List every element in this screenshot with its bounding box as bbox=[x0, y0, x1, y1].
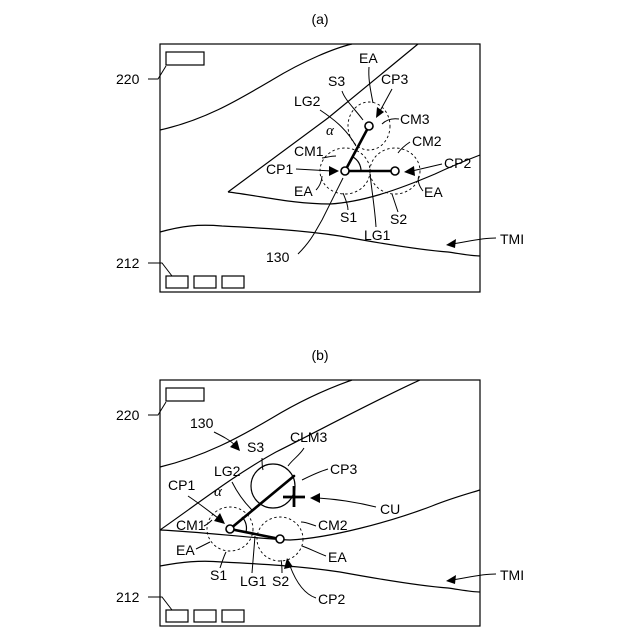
label-cm1-b: CM1 bbox=[176, 517, 206, 533]
control-point-cp1-a bbox=[341, 167, 349, 175]
arrowhead-cp1-a bbox=[329, 166, 339, 176]
leader-lg2-b bbox=[232, 482, 252, 510]
control-point-cp1-b bbox=[226, 525, 234, 533]
label-cp2-a: CP2 bbox=[444, 155, 471, 171]
tool-button-2-b bbox=[194, 610, 216, 622]
label-s3-a: S3 bbox=[328, 73, 345, 89]
arrowhead-tmi-a bbox=[446, 239, 456, 248]
label-lg2-a: LG2 bbox=[294, 93, 321, 109]
tool-button-3-a bbox=[222, 276, 244, 288]
leader-ea-right-b bbox=[302, 546, 326, 556]
label-clm3-b: CLM3 bbox=[290, 429, 328, 445]
caption-a: (a) bbox=[311, 11, 328, 27]
leader-s1-b bbox=[220, 552, 226, 568]
label-s3-b: S3 bbox=[247, 439, 264, 455]
label-cm3-a: CM3 bbox=[400, 111, 430, 127]
leader-ea-left-a bbox=[316, 176, 322, 190]
leader-cm2-b bbox=[301, 522, 316, 526]
label-lg2-b: LG2 bbox=[214, 463, 241, 479]
leader-tmi-b bbox=[452, 574, 496, 580]
label-220-b: 220 bbox=[116, 407, 140, 423]
label-lg1-a: LG1 bbox=[364, 227, 391, 243]
screen-frame-a bbox=[160, 44, 480, 292]
arrowhead-tmi-b bbox=[446, 575, 456, 584]
control-point-cp2-b bbox=[276, 535, 284, 543]
label-130-b: 130 bbox=[190, 415, 214, 431]
tissue-contour-lower-b bbox=[160, 561, 480, 592]
tool-button-1-a bbox=[166, 276, 188, 288]
label-cm2-a: CM2 bbox=[412, 133, 442, 149]
tool-button-3-b bbox=[222, 610, 244, 622]
leader-cu-b bbox=[318, 498, 376, 507]
leader-ea-top-a bbox=[369, 67, 373, 103]
label-130-a: 130 bbox=[266, 249, 290, 265]
tool-button-1-b bbox=[166, 610, 188, 622]
leader-ea-left-b bbox=[196, 542, 210, 549]
label-cp3-b: CP3 bbox=[330, 461, 357, 477]
label-alpha-b: α bbox=[214, 484, 223, 500]
leader-clm3-b bbox=[288, 448, 304, 466]
label-220-a: 220 bbox=[116, 71, 140, 87]
leader-220-b bbox=[148, 402, 166, 415]
leader-s3-a bbox=[342, 91, 363, 120]
arrowhead-cp3-a bbox=[376, 107, 384, 118]
label-alpha-a: α bbox=[326, 123, 335, 139]
leader-s2-b bbox=[281, 560, 282, 573]
arrowhead-cu-b bbox=[310, 493, 320, 503]
label-212-a: 212 bbox=[116, 255, 140, 271]
leader-cp3-b bbox=[302, 469, 328, 480]
caption-b: (b) bbox=[311, 347, 328, 363]
leader-cp2-b bbox=[290, 566, 316, 598]
screen-button-a bbox=[166, 52, 204, 65]
tool-button-2-a bbox=[194, 276, 216, 288]
label-lg1-b: LG1 bbox=[240, 573, 267, 589]
label-ea-top-a: EA bbox=[359, 50, 378, 66]
label-ea-left-b: EA bbox=[176, 542, 195, 558]
leader-s2-a bbox=[392, 194, 398, 212]
leader-lg1-a bbox=[370, 174, 376, 227]
label-ea-right-a: EA bbox=[424, 184, 443, 200]
leader-cm1-a bbox=[322, 156, 336, 158]
line-segment-lg2-b bbox=[230, 476, 294, 529]
arrowhead-cp1-b bbox=[214, 513, 225, 524]
figure-b: (b) 220 212 130 S bbox=[116, 347, 524, 626]
tissue-contour-lower-a bbox=[160, 225, 480, 256]
arrowhead-cp2-a bbox=[404, 166, 415, 176]
label-tmi-a: TMI bbox=[500, 231, 524, 247]
label-s1-a: S1 bbox=[340, 209, 357, 225]
label-s2-a: S2 bbox=[390, 211, 407, 227]
label-cm1-a: CM1 bbox=[294, 143, 324, 159]
control-point-cp2-a bbox=[391, 167, 399, 175]
label-cu-b: CU bbox=[380, 501, 400, 517]
leader-cp3-a bbox=[380, 89, 392, 111]
label-cp1-b: CP1 bbox=[168, 477, 195, 493]
label-cp2-b: CP2 bbox=[318, 591, 345, 607]
leader-lg1-b bbox=[252, 536, 255, 573]
label-cm2-b: CM2 bbox=[318, 517, 348, 533]
label-tmi-b: TMI bbox=[500, 567, 524, 583]
circle-marker-clm3-b bbox=[251, 464, 295, 508]
label-s2-b: S2 bbox=[272, 573, 289, 589]
angle-arc-a bbox=[353, 157, 361, 171]
figure-a: (a) 220 212 130 TMI EA bbox=[116, 11, 524, 292]
screen-button-b bbox=[166, 388, 204, 401]
label-cp3-a: CP3 bbox=[381, 71, 408, 87]
control-point-cp3-a bbox=[365, 122, 373, 130]
label-s1-b: S1 bbox=[210, 567, 227, 583]
leader-220-a bbox=[148, 66, 166, 79]
label-ea-right-b: EA bbox=[328, 549, 347, 565]
leader-tmi-a bbox=[452, 238, 496, 244]
leader-cp2-a bbox=[412, 164, 442, 171]
leader-cp1-a bbox=[296, 169, 332, 171]
label-ea-left-a: EA bbox=[294, 183, 313, 199]
leader-cm3-a bbox=[382, 119, 399, 124]
label-cp1-a: CP1 bbox=[266, 161, 293, 177]
label-212-b: 212 bbox=[116, 589, 140, 605]
